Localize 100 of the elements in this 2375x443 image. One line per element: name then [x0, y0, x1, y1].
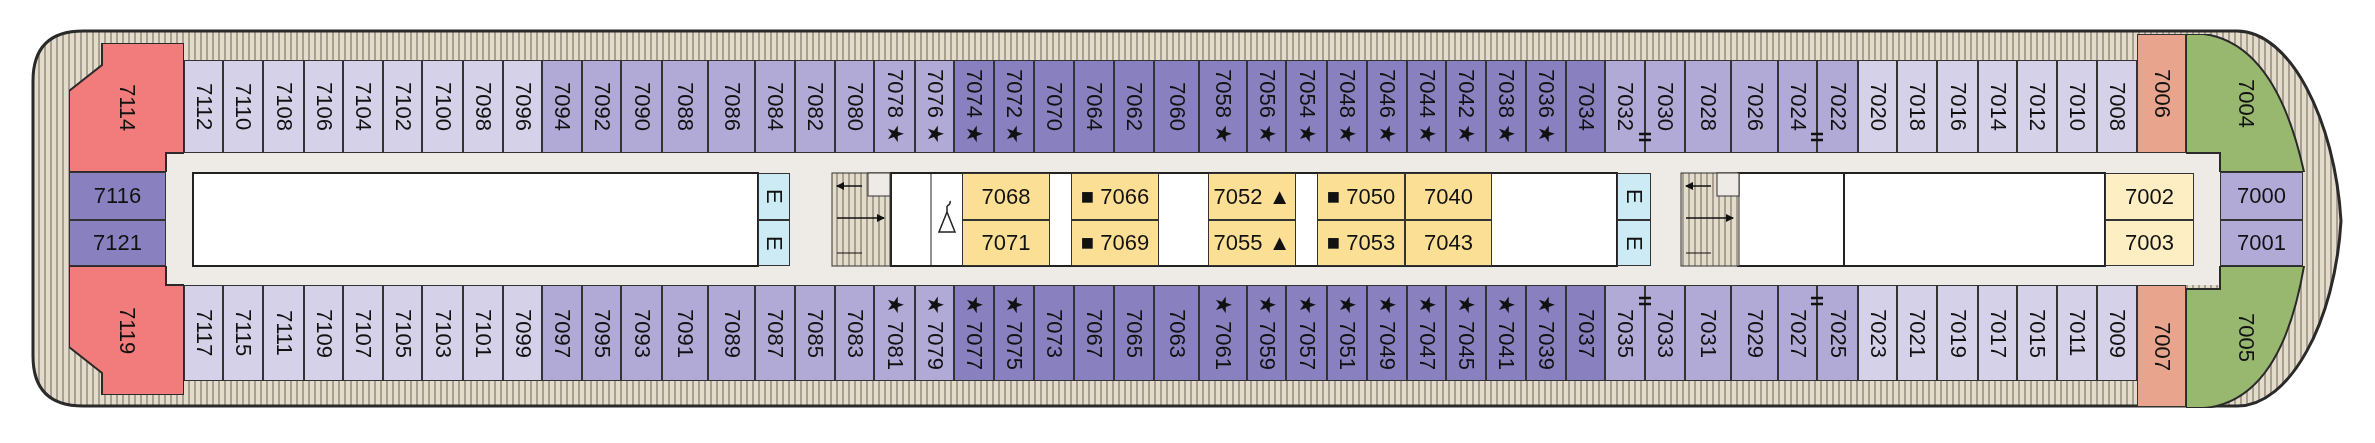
cabin: ★ 7075	[994, 285, 1034, 381]
cabin: ★ 7051	[1327, 285, 1367, 381]
cabin: 7064	[1074, 60, 1114, 153]
cabin: 7083	[835, 285, 874, 381]
cabin: ★ 7057	[1286, 285, 1327, 381]
cabin: 7074 ★	[954, 60, 994, 153]
cabin: ★ 7059	[1247, 285, 1286, 381]
cabin: 7087	[755, 285, 795, 381]
cabin: 7111	[263, 285, 304, 381]
cabin: 7040	[1405, 173, 1492, 220]
cabin: 7032	[1605, 60, 1645, 153]
cabin: 7063	[1154, 285, 1199, 381]
cabin: 7056 ★	[1247, 60, 1286, 153]
cabin: 7096	[503, 60, 542, 153]
cabin: 7085	[795, 285, 835, 381]
cabin: 7015	[2017, 285, 2057, 381]
cabin: 7046 ★	[1367, 60, 1407, 153]
cabin: 7103	[422, 285, 463, 381]
cabin: 7098	[463, 60, 503, 153]
cabin: 7020	[1858, 60, 1897, 153]
cabin: 7082	[795, 60, 835, 153]
cabin: 7004	[2186, 34, 2305, 172]
cabin: 7008	[2097, 60, 2137, 153]
cabin: 7016	[1937, 60, 1978, 153]
cabin: 7106	[304, 60, 343, 153]
cabin: 7007	[2137, 285, 2186, 407]
cabin: 7067	[1074, 285, 1114, 381]
cabin: 7014	[1978, 60, 2017, 153]
cabin: 7033	[1645, 285, 1685, 381]
elevator-box: E	[1617, 173, 1651, 220]
cabin: 7044 ★	[1407, 60, 1446, 153]
cabin: 7011	[2057, 285, 2097, 381]
cabin: ★ 7077	[954, 285, 994, 381]
cabin: 7099	[503, 285, 542, 381]
cabin: 7029	[1731, 285, 1778, 381]
cabin: 7010	[2057, 60, 2097, 153]
cabin: 7042 ★	[1446, 60, 1486, 153]
cabin: ■ 7069	[1071, 220, 1159, 266]
elevator-box: E	[758, 220, 790, 266]
cabin: 7043	[1405, 220, 1492, 266]
cabin: 7002	[2105, 173, 2194, 220]
cabin: 7110	[223, 60, 263, 153]
cabin: 7038 ★	[1486, 60, 1526, 153]
cabin: 7048 ★	[1327, 60, 1367, 153]
cabin: 7101	[463, 285, 503, 381]
cabin: 7112	[184, 60, 223, 153]
cabin: 7104	[343, 60, 383, 153]
cabin: 7121	[69, 220, 166, 266]
cabin: 7052 ▲	[1208, 173, 1296, 220]
cabin: 7009	[2097, 285, 2137, 381]
cabin: 7035	[1605, 285, 1645, 381]
cabin: 7084	[755, 60, 795, 153]
cabin: 7080	[835, 60, 874, 153]
cabin: 7006	[2137, 34, 2186, 153]
cabin: ■ 7066	[1071, 173, 1159, 220]
cabin: 7026	[1731, 60, 1778, 153]
cabin: 7034	[1566, 60, 1605, 153]
cabin: 7065	[1114, 285, 1154, 381]
cabin: 7109	[304, 285, 343, 381]
cabin: 7095	[582, 285, 621, 381]
cabin: 7117	[184, 285, 223, 381]
cabin: ★ 7041	[1486, 285, 1526, 381]
cabin: 7115	[223, 285, 263, 381]
cabin: 7060	[1154, 60, 1199, 153]
cabin: 7027	[1778, 285, 1817, 381]
cabin: 7055 ▲	[1208, 220, 1296, 266]
cabin: 7031	[1685, 285, 1731, 381]
cabin: 7086	[708, 60, 755, 153]
cabin: 7091	[662, 285, 708, 381]
cabin: 7088	[662, 60, 708, 153]
cabin: 7025	[1817, 285, 1858, 381]
cabin: ★ 7049	[1367, 285, 1407, 381]
cabin: 7019	[1937, 285, 1978, 381]
cabin: ★ 7047	[1407, 285, 1446, 381]
cabin: 7070	[1034, 60, 1074, 153]
cabin: ★ 7081	[874, 285, 915, 381]
cabin: 7054 ★	[1286, 60, 1327, 153]
cabin: 7023	[1858, 285, 1897, 381]
cabin: 7105	[383, 285, 422, 381]
cabin: 7003	[2105, 220, 2194, 266]
cabin: 7037	[1566, 285, 1605, 381]
cabin: 7094	[542, 60, 582, 153]
cabin: 7001	[2220, 220, 2303, 266]
cabin: 7012	[2017, 60, 2057, 153]
cabin: 7062	[1114, 60, 1154, 153]
cabin: 7078 ★	[874, 60, 915, 153]
cabin: 7102	[383, 60, 422, 153]
cabin: 7024	[1778, 60, 1817, 153]
cabin: 7071	[962, 220, 1050, 266]
cabin: 7068	[962, 173, 1050, 220]
cabin: 7028	[1685, 60, 1731, 153]
cabin: ■ 7050	[1317, 173, 1405, 220]
cabin: 7072 ★	[994, 60, 1034, 153]
cabin: 7017	[1978, 285, 2017, 381]
cabin: 7058 ★	[1199, 60, 1247, 153]
cabin: 7036 ★	[1526, 60, 1566, 153]
cabin: 7000	[2220, 172, 2303, 220]
cabin: 7022	[1817, 60, 1858, 153]
cabin: 7030	[1645, 60, 1685, 153]
cabin: 7089	[708, 285, 755, 381]
